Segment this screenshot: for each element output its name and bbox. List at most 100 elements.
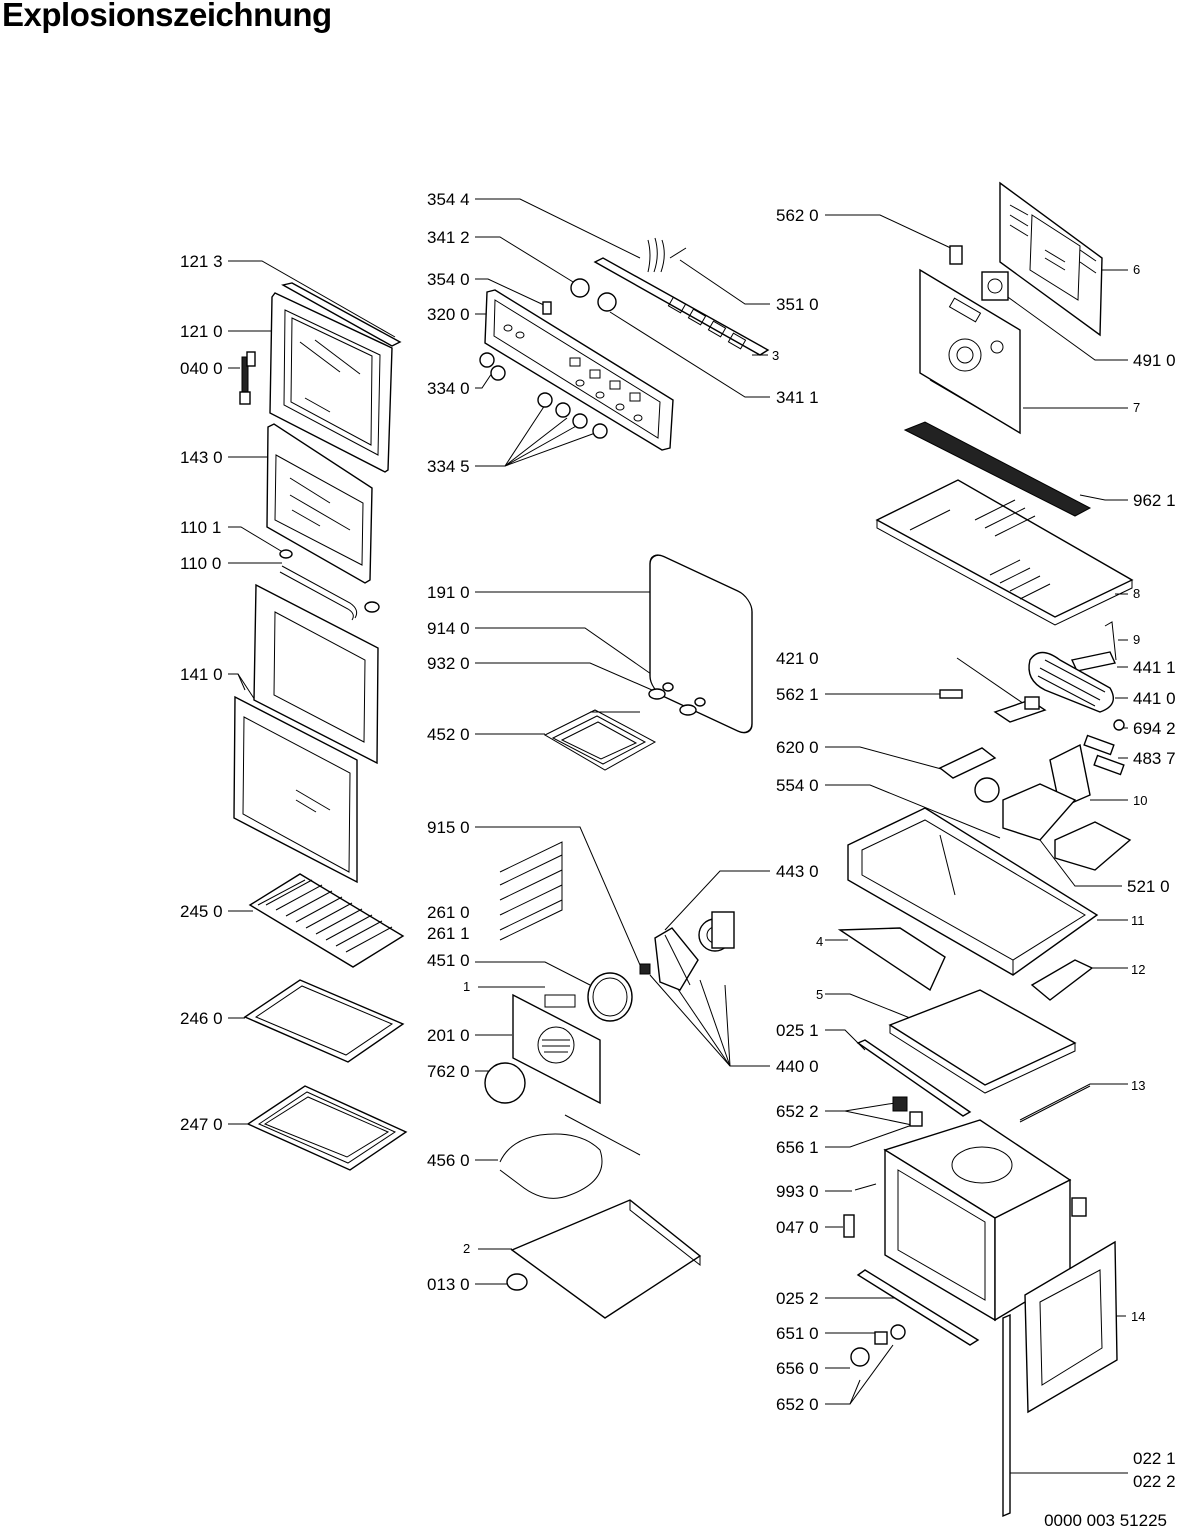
rear-panel (919, 268, 1021, 435)
thermostat-and-switches (938, 689, 1047, 803)
rod-13 (1019, 1085, 1091, 1123)
label-025-2: 025 2 (776, 1289, 819, 1308)
label-13: 13 (1131, 1078, 1145, 1093)
label-245-0: 245 0 (180, 902, 223, 921)
label-121-0: 121 0 (180, 322, 223, 341)
label-962-1: 962 1 (1133, 491, 1176, 510)
leader-932-0 (475, 662, 653, 691)
deep-tray (246, 1085, 408, 1171)
leader-652-2b (844, 1110, 913, 1126)
wire-rack (248, 873, 405, 968)
leader-341-2 (475, 236, 579, 286)
bottom-plate (510, 1199, 702, 1319)
leader-652-0b (849, 1344, 894, 1405)
label-351-0: 351 0 (776, 295, 819, 314)
hinge (239, 351, 256, 405)
parts (233, 181, 1134, 1518)
back-cover (999, 181, 1103, 337)
leader-914-0 (475, 627, 665, 684)
label-013-0: 013 0 (427, 1275, 470, 1294)
label-12: 12 (1131, 962, 1145, 977)
leader-141-0b (237, 673, 246, 691)
label-354-4: 354 4 (427, 190, 470, 209)
door-handle (279, 549, 380, 621)
leader-334-5c (504, 424, 579, 467)
lamp-cover-disc (484, 1062, 526, 1104)
oven-cavity (883, 1119, 1087, 1322)
label-452-0: 452 0 (427, 725, 470, 744)
label-491-0: 491 0 (1133, 351, 1176, 370)
leader-334-5a (475, 404, 546, 467)
leader-354-0 (475, 278, 547, 307)
switch-blocks (1002, 783, 1132, 871)
door-seal (649, 554, 753, 734)
label-143-0: 143 0 (180, 448, 223, 467)
leader-440-0c (699, 979, 731, 1067)
label-620-0: 620 0 (776, 738, 819, 757)
leader-5 (825, 993, 911, 1019)
leader-025-1 (825, 1029, 866, 1051)
leader-620-0 (825, 746, 946, 771)
label-320-0: 320 0 (427, 305, 470, 324)
label-5: 5 (816, 987, 823, 1002)
label-025-1: 025 1 (776, 1021, 819, 1040)
label-451-0: 451 0 (427, 951, 470, 970)
leader-440-0d (724, 984, 731, 1067)
fan-ring-element (587, 972, 633, 1022)
housing-frame (847, 807, 1099, 976)
leader-121-3 (228, 260, 396, 338)
base-plate-5 (888, 989, 1077, 1094)
leader-354-4 (475, 198, 641, 259)
cooling-fan-box (981, 271, 1009, 301)
label-354-0: 354 0 (427, 270, 470, 289)
label-652-0: 652 0 (776, 1395, 819, 1414)
label-914-0: 914 0 (427, 619, 470, 638)
label-9: 9 (1133, 632, 1140, 647)
block-047-0 (843, 1214, 855, 1238)
adjuster-feet (850, 1324, 906, 1367)
label-022-1: 022 1 (1133, 1449, 1176, 1468)
label-247-0: 247 0 (180, 1115, 223, 1134)
baking-tray (243, 979, 405, 1063)
leader-656-1 (825, 1124, 913, 1148)
label-993-0: 993 0 (776, 1182, 819, 1201)
label-047-0: 047 0 (776, 1218, 819, 1237)
leader-341-1 (609, 311, 770, 398)
label-652-2: 652 2 (776, 1102, 819, 1121)
label-246-0: 246 0 (180, 1009, 223, 1028)
leader-652-2a (825, 1102, 896, 1112)
label-2: 2 (463, 1241, 470, 1256)
label-121-3: 121 3 (180, 252, 223, 271)
clip-562-0 (949, 245, 963, 265)
label-932-0: 932 0 (427, 654, 470, 673)
leader-334-5d (504, 431, 599, 467)
leader-443-0 (664, 870, 770, 931)
label-261-1: 261 1 (427, 924, 470, 943)
leader-962-1 (1079, 494, 1128, 501)
knobs (479, 278, 617, 439)
label-110-0: 110 0 (180, 554, 221, 573)
leader-13 (1019, 1083, 1128, 1121)
label-440-0: 440 0 (776, 1057, 819, 1076)
page-title: Explosionszeichnung (2, 0, 332, 33)
label-656-0: 656 0 (776, 1359, 819, 1378)
fan-assembly (639, 911, 735, 991)
label-261-0: 261 0 (427, 903, 470, 922)
gasket-strip (903, 421, 1092, 517)
label-334-5: 334 5 (427, 457, 470, 476)
door-top-strip (281, 282, 402, 347)
label-7: 7 (1133, 400, 1140, 415)
panel-bracket (593, 257, 770, 356)
label-562-1: 562 1 (776, 685, 819, 704)
side-panel-14 (1024, 1240, 1118, 1414)
label-3: 3 (772, 348, 779, 363)
inner-door-glass (266, 423, 373, 584)
fuse-694-2 (1113, 719, 1125, 731)
leader-521-0 (1039, 839, 1122, 887)
label-441-1: 441 1 (1133, 658, 1176, 677)
label-201-0: 201 0 (427, 1026, 470, 1045)
leader-652-0a (825, 1379, 861, 1405)
plate-4 (837, 927, 946, 992)
leader-451-0 (475, 961, 591, 986)
